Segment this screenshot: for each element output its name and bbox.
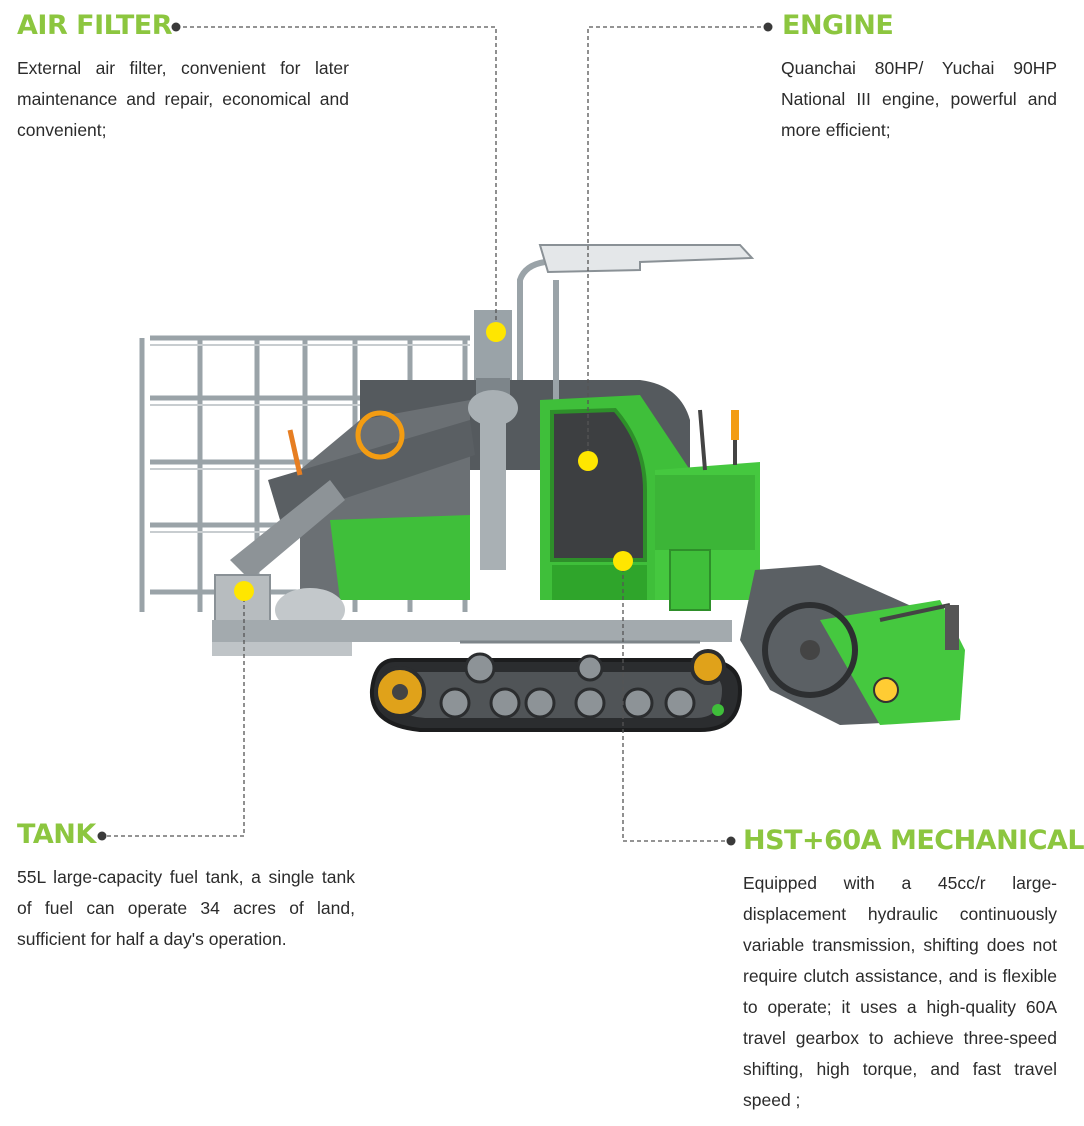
leader-line-air-filter	[176, 26, 497, 332]
tank-title: TANK	[17, 819, 96, 850]
leader-line-engine	[587, 26, 768, 461]
hotspot-air-filter[interactable]	[486, 322, 506, 342]
hotspot-hst[interactable]	[613, 551, 633, 571]
leader-dot-hst	[726, 836, 736, 846]
air-filter-description: External air filter, convenient for late…	[17, 58, 349, 140]
harvester-body	[139, 244, 965, 732]
hotspot-engine[interactable]	[578, 451, 598, 471]
leader-line-tank	[106, 591, 245, 837]
leader-line-hst	[622, 561, 730, 842]
leader-dot-air-filter	[171, 22, 181, 32]
engine-title: ENGINE	[782, 10, 894, 41]
engine-description: Quanchai 80HP/ Yuchai 90HP National III …	[781, 58, 1057, 140]
tank-description: 55L large-capacity fuel tank, a single t…	[17, 867, 355, 949]
air-filter-title: AIR FILTER	[17, 10, 173, 41]
leader-dot-tank	[97, 831, 107, 841]
hst-mechanical-description: Equipped with a 45cc/r large-displacemen…	[743, 873, 1057, 1110]
leader-dot-engine	[763, 22, 773, 32]
hotspot-tank[interactable]	[234, 581, 254, 601]
hst-mechanical-title: HST+60A MECHANICAL	[743, 825, 1084, 856]
